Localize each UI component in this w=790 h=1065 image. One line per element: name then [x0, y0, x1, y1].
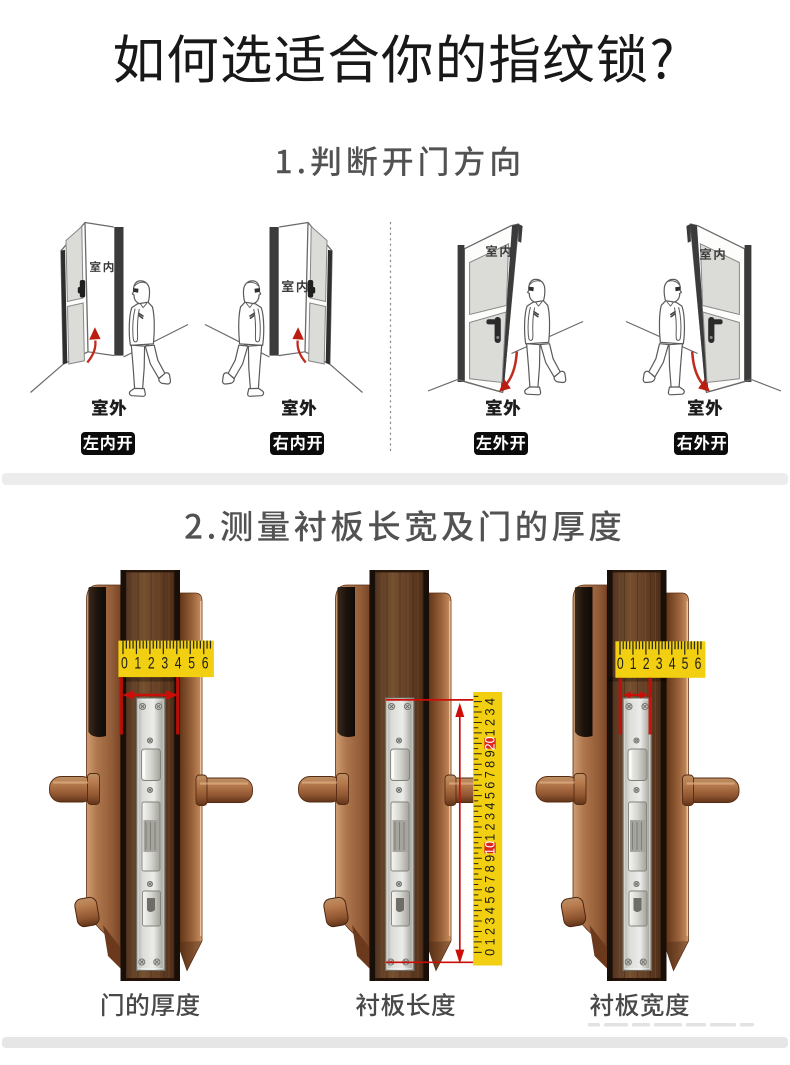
- svg-text:5: 5: [482, 897, 498, 904]
- svg-text:5: 5: [482, 792, 498, 799]
- svg-text:2: 2: [148, 655, 155, 673]
- svg-text:3: 3: [656, 655, 663, 673]
- svg-text:0: 0: [121, 655, 128, 673]
- svg-text:1: 1: [630, 655, 637, 673]
- svg-text:1: 1: [482, 834, 498, 841]
- svg-text:1: 1: [134, 655, 141, 673]
- svg-text:0: 0: [617, 655, 624, 673]
- svg-text:5: 5: [682, 655, 689, 673]
- svg-text:3: 3: [482, 813, 498, 820]
- svg-text:8: 8: [482, 865, 498, 872]
- svg-text:2: 2: [482, 823, 498, 830]
- svg-text:9: 9: [482, 750, 498, 757]
- svg-text:4: 4: [482, 698, 498, 705]
- svg-text:1: 1: [482, 938, 498, 945]
- svg-text:4: 4: [669, 655, 676, 673]
- svg-text:2: 2: [482, 928, 498, 935]
- svg-text:4: 4: [175, 655, 182, 673]
- svg-text:4: 4: [482, 907, 498, 914]
- svg-text:6: 6: [482, 782, 498, 789]
- svg-text:4: 4: [482, 803, 498, 810]
- svg-text:10: 10: [482, 841, 498, 855]
- svg-text:7: 7: [482, 771, 498, 778]
- svg-text:1: 1: [482, 729, 498, 736]
- svg-text:0: 0: [482, 949, 498, 956]
- svg-text:5: 5: [188, 655, 195, 673]
- svg-text:2: 2: [482, 719, 498, 726]
- svg-text:3: 3: [482, 917, 498, 924]
- svg-text:9: 9: [482, 855, 498, 862]
- svg-text:2: 2: [643, 655, 650, 673]
- svg-text:7: 7: [482, 876, 498, 883]
- svg-text:6: 6: [695, 655, 702, 673]
- svg-text:3: 3: [161, 655, 168, 673]
- svg-text:8: 8: [482, 761, 498, 768]
- svg-text:20: 20: [482, 736, 498, 750]
- svg-text:3: 3: [482, 708, 498, 715]
- svg-text:6: 6: [482, 886, 498, 893]
- svg-text:6: 6: [202, 655, 209, 673]
